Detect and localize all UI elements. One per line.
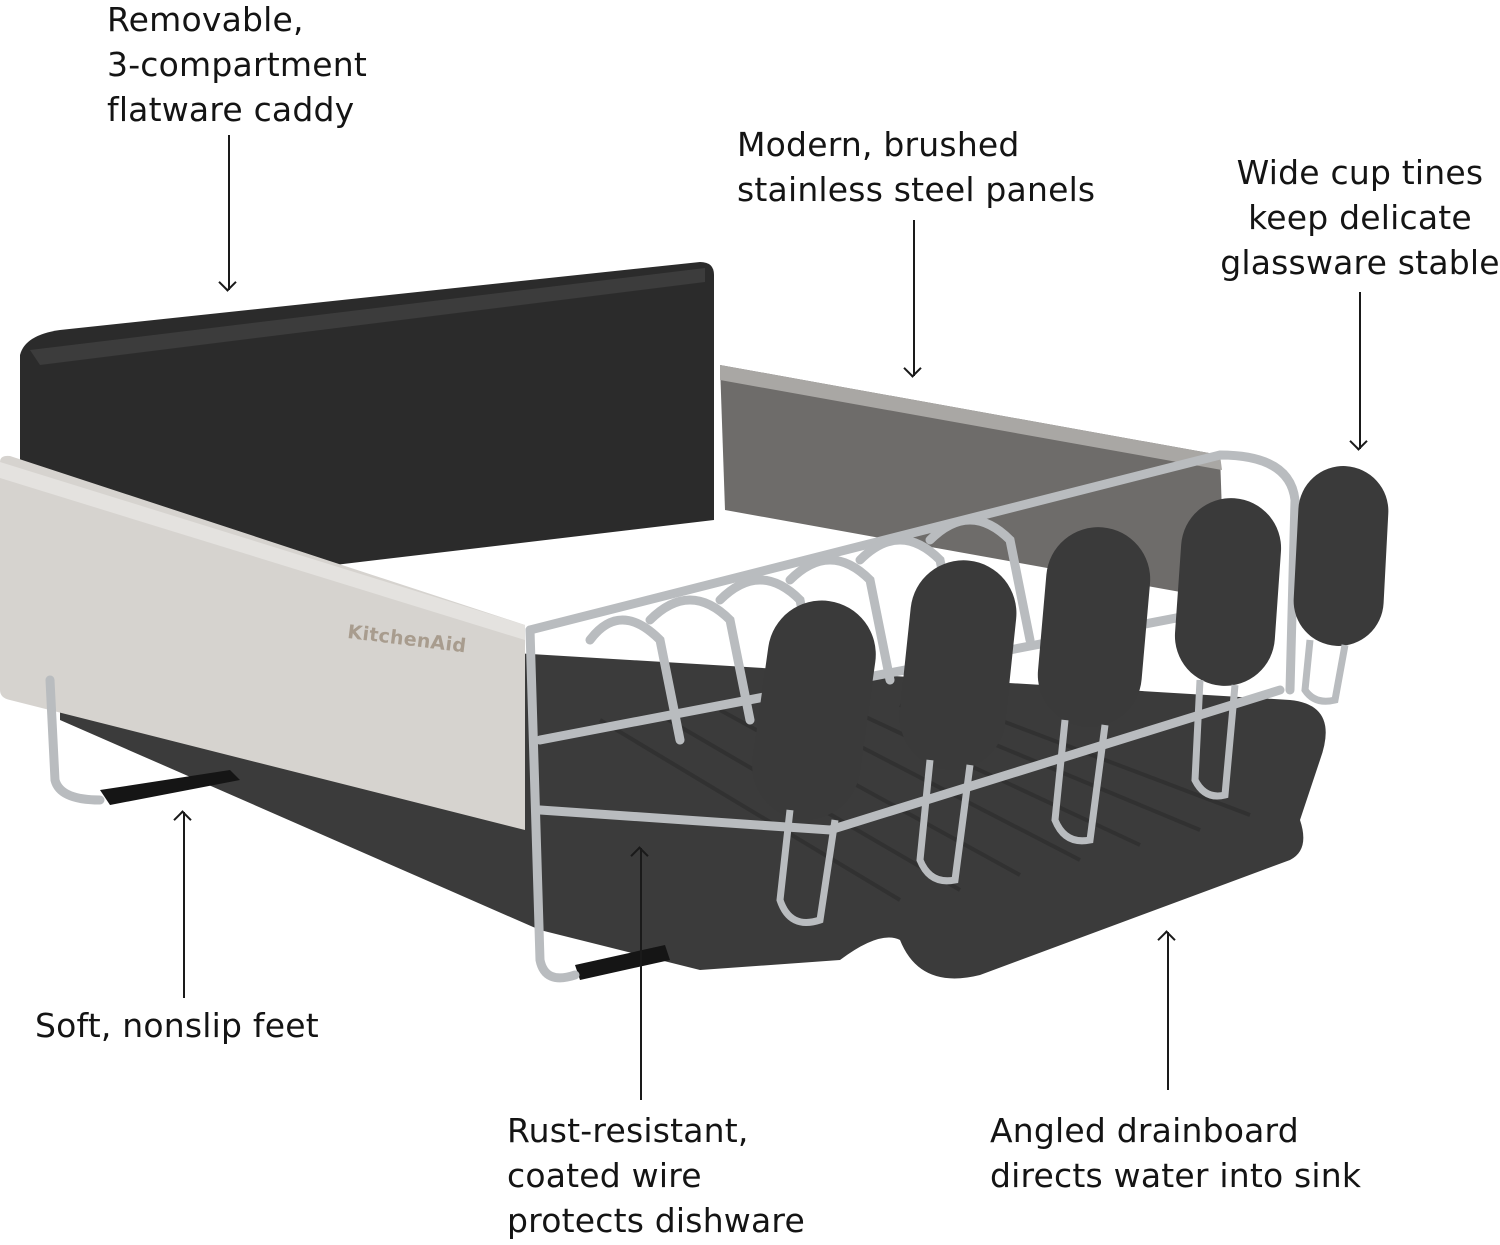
callout-text: flatware caddy	[107, 90, 355, 129]
arrow-up-icon	[1167, 932, 1169, 1090]
arrow-down-icon	[228, 135, 230, 290]
tine	[752, 600, 876, 820]
foot-right	[575, 945, 670, 980]
arrow-up-icon	[183, 812, 185, 998]
callout-text: directs water into sink	[990, 1156, 1362, 1195]
callout-angled-drainboard: Angled drainboard directs water into sin…	[990, 1108, 1361, 1198]
callout-text: coated wire	[507, 1156, 702, 1195]
arrow-down-icon	[1359, 292, 1361, 449]
callout-text: Soft, nonslip feet	[35, 1006, 319, 1045]
callout-text: Modern, brushed	[737, 125, 1020, 164]
tine	[899, 560, 1017, 770]
callout-text: Rust-resistant,	[507, 1111, 749, 1150]
callout-flatware-caddy: Removable, 3-compartment flatware caddy	[107, 0, 367, 132]
cup-tines	[752, 466, 1389, 820]
callout-coated-wire: Rust-resistant, coated wire protects dis…	[507, 1108, 805, 1243]
arrow-up-icon	[640, 848, 642, 1100]
callout-text: 3-compartment	[107, 45, 367, 84]
tine	[1293, 466, 1389, 646]
front-panel	[0, 455, 525, 830]
tine	[1174, 498, 1282, 686]
callout-text: glassware stable	[1220, 243, 1500, 282]
tine	[1037, 527, 1151, 727]
callout-nonslip-feet: Soft, nonslip feet	[35, 1003, 319, 1048]
tine-wires	[776, 639, 1349, 926]
callout-text: protects dishware	[507, 1201, 805, 1240]
callout-text: Removable,	[107, 0, 304, 39]
callout-text: stainless steel panels	[737, 170, 1096, 209]
foot-left	[100, 770, 240, 805]
callout-text: Wide cup tines	[1236, 153, 1484, 192]
callout-text: Angled drainboard	[990, 1111, 1299, 1150]
callout-text: keep delicate	[1248, 198, 1472, 237]
callout-cup-tines: Wide cup tines keep delicate glassware s…	[1215, 150, 1500, 285]
flatware-caddy	[20, 262, 714, 600]
callout-stainless-panels: Modern, brushed stainless steel panels	[737, 122, 1095, 212]
arrow-down-icon	[913, 220, 915, 376]
